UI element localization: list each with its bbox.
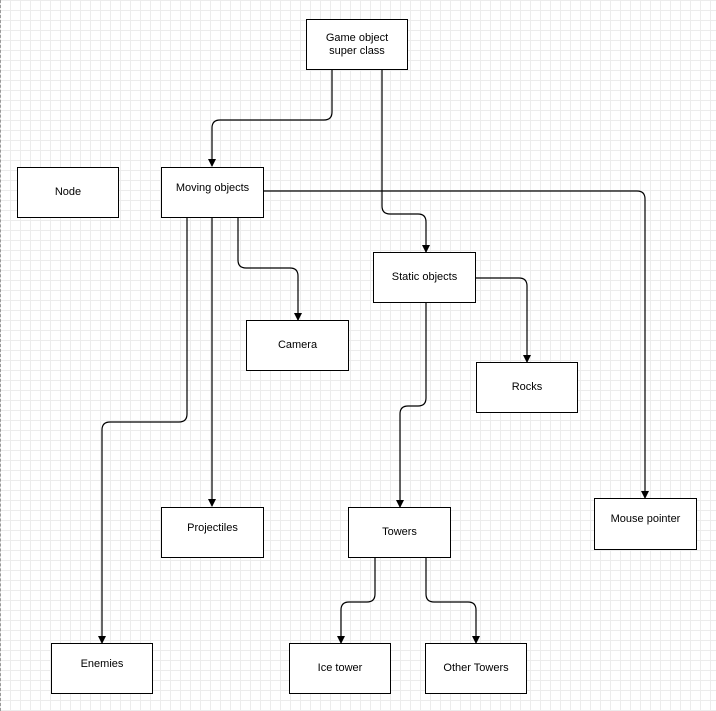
node-enemies[interactable]: Enemies [51, 643, 153, 694]
edge-superclass-static [381, 70, 430, 253]
edge-moving-camera [237, 218, 302, 321]
edge-static-towers [396, 303, 427, 508]
node-moving-objects[interactable]: Moving objects [161, 167, 264, 218]
canvas-border [0, 0, 1, 711]
node-node[interactable]: Node [17, 167, 119, 218]
node-camera[interactable]: Camera [246, 320, 349, 371]
node-ice-tower[interactable]: Ice tower [289, 643, 391, 694]
node-label: Mouse pointer [610, 513, 681, 525]
node-projectiles[interactable]: Projectiles [161, 507, 264, 558]
node-towers[interactable]: Towers [348, 507, 451, 558]
node-other-towers[interactable]: Other Towers [425, 643, 527, 694]
edge-superclass-moving [208, 70, 333, 167]
edge-towers-ice [337, 558, 376, 644]
edge-towers-other [425, 558, 480, 644]
node-static-objects[interactable]: Static objects [373, 252, 476, 303]
node-label: Game object super class [325, 31, 389, 57]
node-label: Other Towers [443, 662, 509, 674]
node-label: Projectiles [187, 522, 238, 534]
node-label: Towers [382, 526, 417, 538]
node-label: Camera [277, 339, 318, 351]
node-label: Rocks [511, 381, 543, 393]
node-label: Enemies [80, 658, 124, 670]
node-label: Moving objects [175, 182, 250, 194]
node-label: Node [54, 186, 82, 198]
edge-static-rocks [476, 277, 531, 363]
node-game-object-superclass[interactable]: Game object super class [306, 19, 408, 70]
node-label: Static objects [391, 271, 458, 283]
edge-moving-enemies [98, 218, 188, 644]
node-rocks[interactable]: Rocks [476, 362, 578, 413]
node-mouse-pointer[interactable]: Mouse pointer [594, 498, 697, 550]
node-label: Ice tower [317, 662, 363, 674]
edge-moving-mouse [264, 190, 649, 499]
